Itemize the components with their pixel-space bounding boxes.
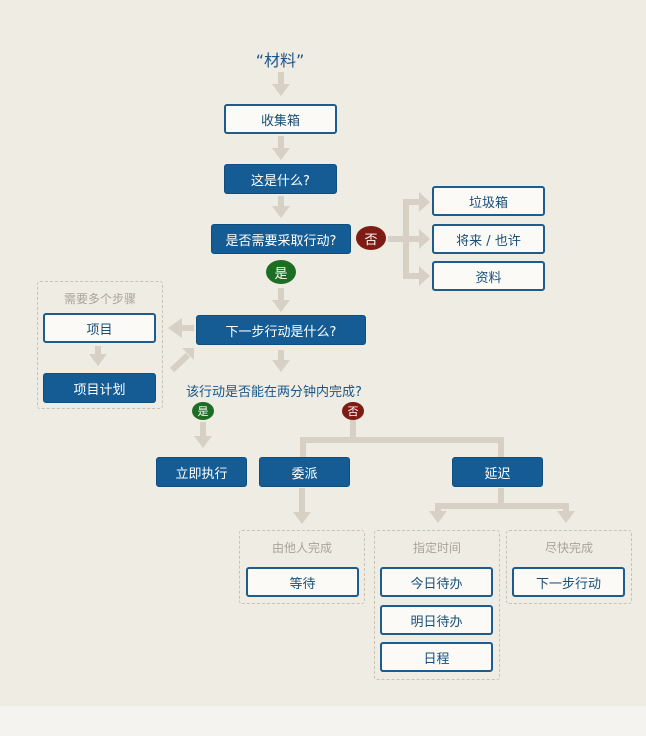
done-by-others-group-label: 由他人完成	[271, 541, 332, 555]
no-badge-two-minutes: 否	[342, 402, 364, 420]
project-node: 项目	[43, 313, 156, 343]
project-plan-node: 项目计划	[43, 373, 156, 403]
bottom-band	[0, 706, 646, 736]
inbox-node: 收集箱	[224, 104, 337, 134]
asap-group	[506, 530, 632, 604]
do-it-now-node: 立即执行	[156, 457, 247, 487]
done-by-others-group	[239, 530, 365, 604]
waiting-node: 等待	[246, 567, 359, 597]
diagram-title: “材料”	[255, 51, 305, 70]
two-minute-question: 该行动是否能在两分钟内完成?	[186, 385, 362, 400]
yes-badge-two-minutes: 是	[192, 402, 214, 420]
next-action-question-node: 下一步行动是什么?	[196, 315, 366, 345]
asap-group-label: 尽快完成	[544, 541, 593, 555]
someday-maybe-node: 将来 / 也许	[432, 224, 545, 254]
multi-step-group-label: 需要多个步骤	[63, 292, 136, 306]
reference-node: 资料	[432, 261, 545, 291]
trash-node: 垃圾箱	[432, 186, 545, 216]
next-actions-node: 下一步行动	[512, 567, 625, 597]
today-todo-node: 今日待办	[380, 567, 493, 597]
yes-badge-actionable: 是	[266, 260, 296, 284]
what-is-it-node: 这是什么?	[224, 164, 337, 194]
calendar-node: 日程	[380, 642, 493, 672]
specific-time-group	[374, 530, 500, 680]
actionable-question-node: 是否需要采取行动?	[211, 224, 351, 254]
no-badge-actionable: 否	[356, 226, 386, 250]
multi-step-group	[37, 281, 163, 409]
specific-time-group-label: 指定时间	[412, 541, 461, 555]
defer-node: 延迟	[452, 457, 543, 487]
tomorrow-todo-node: 明日待办	[380, 605, 493, 635]
delegate-node: 委派	[259, 457, 350, 487]
